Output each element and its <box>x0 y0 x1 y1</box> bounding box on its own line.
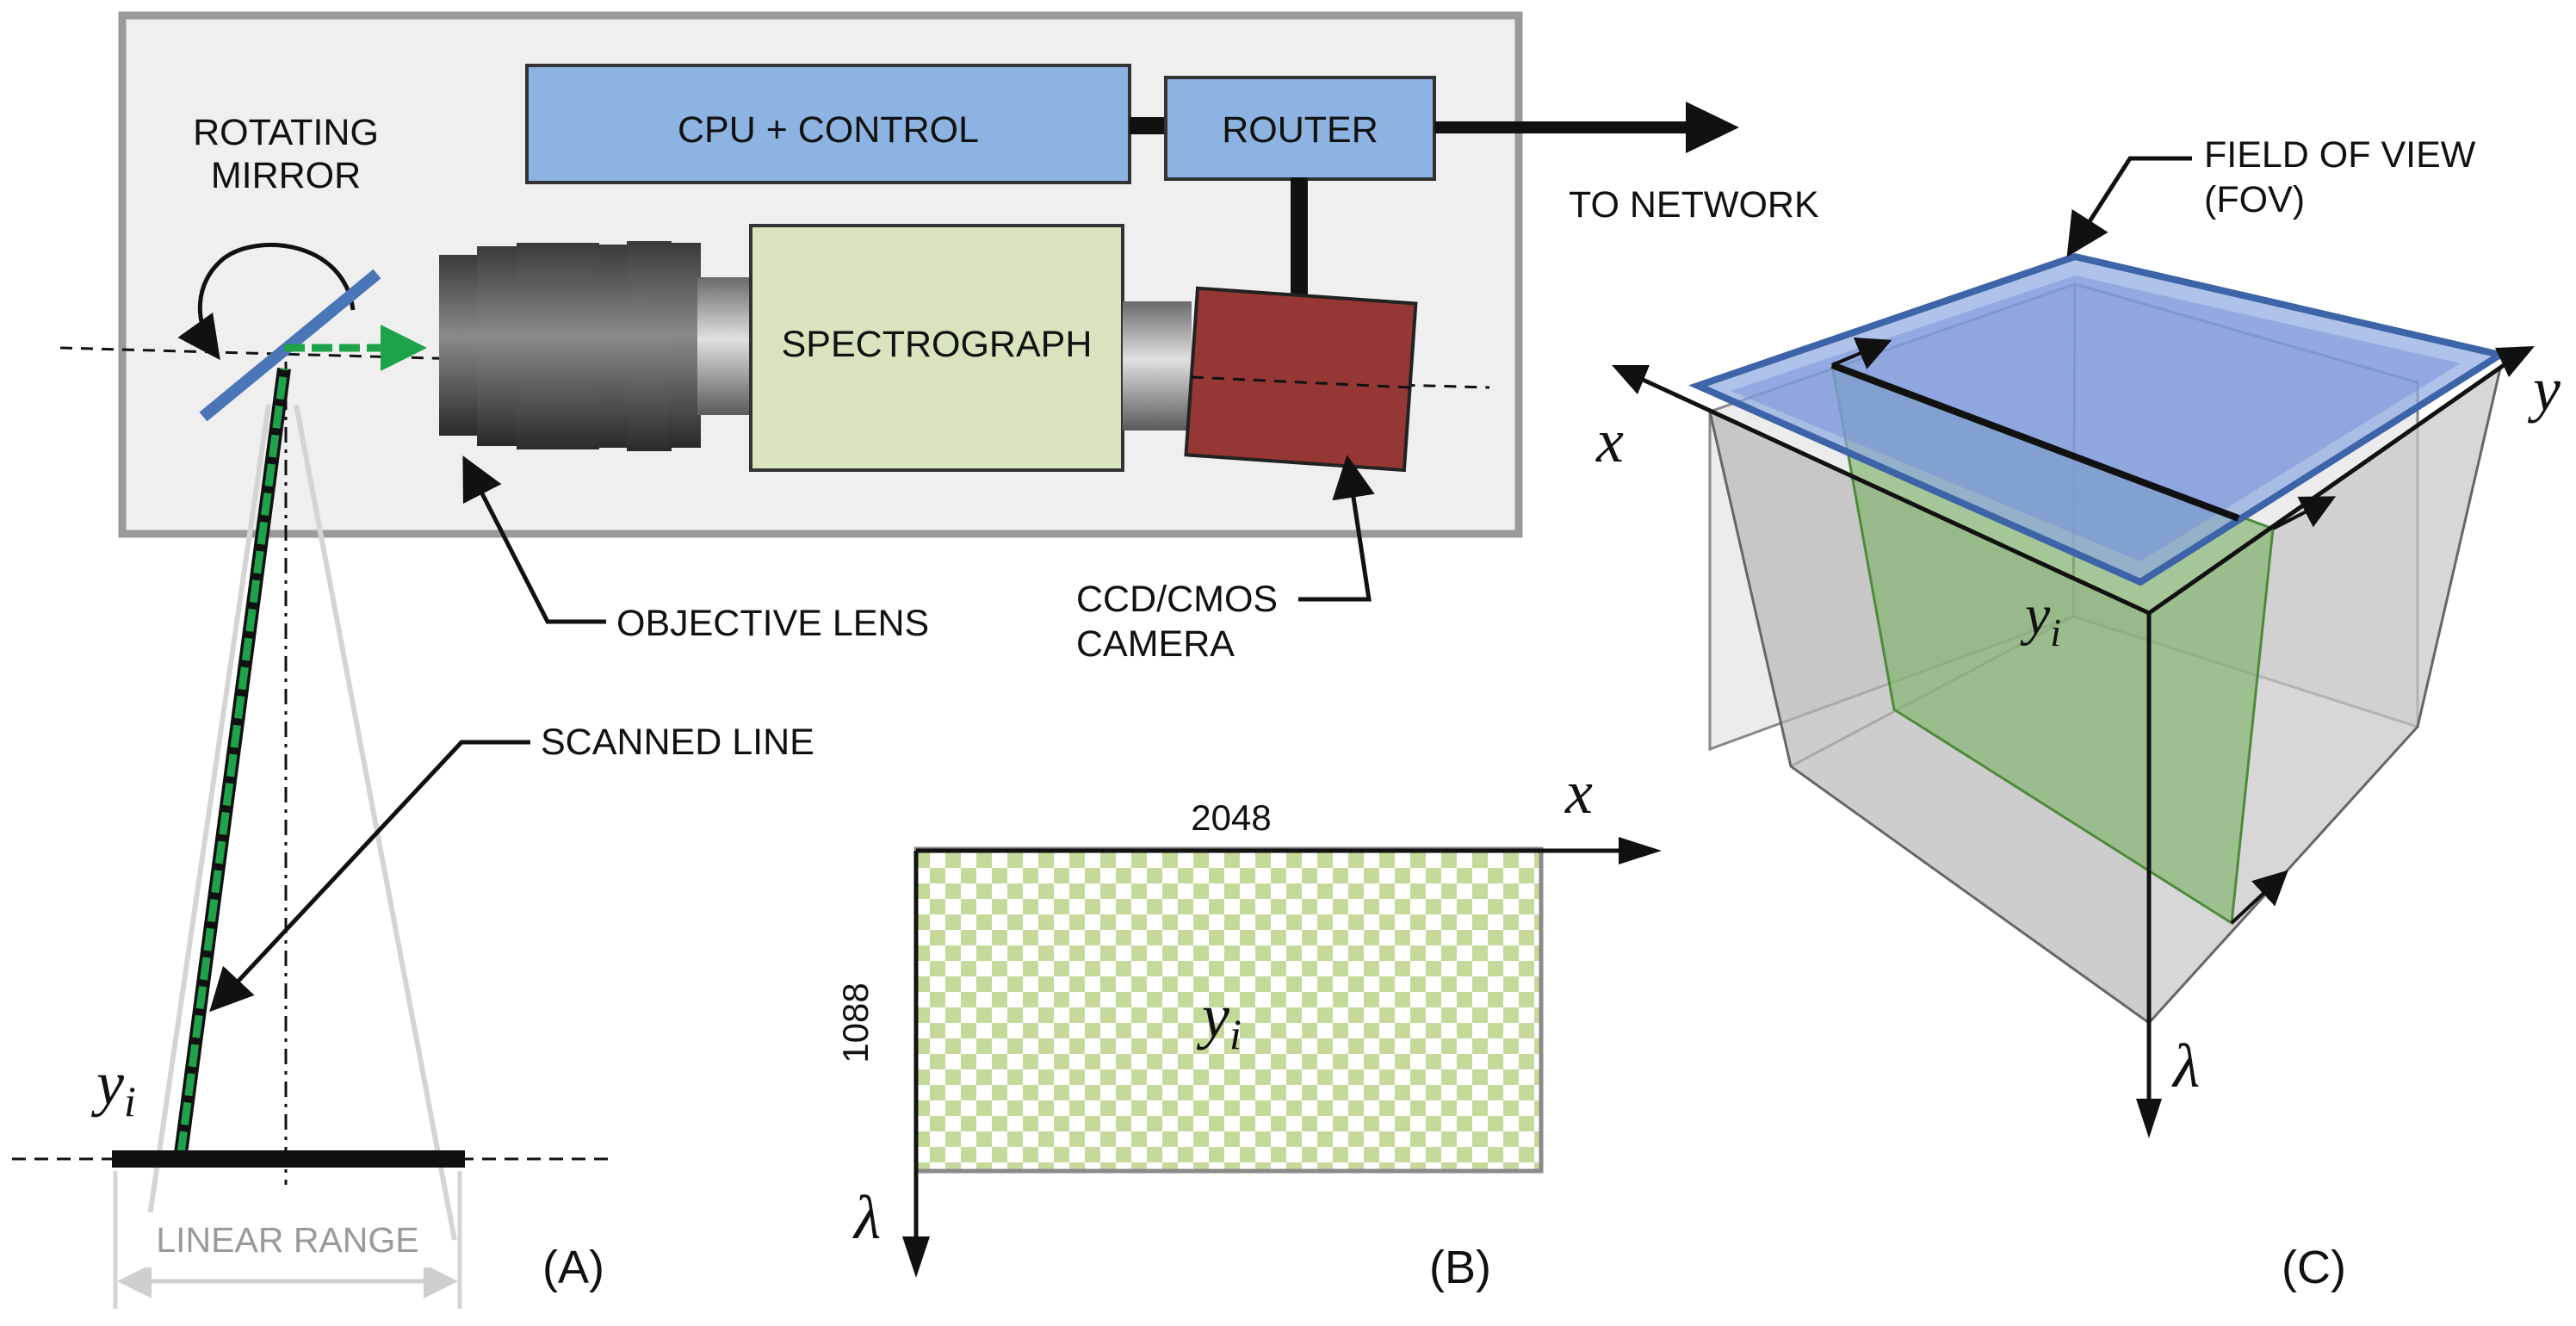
linear-range-label: LINEAR RANGE <box>156 1220 418 1260</box>
sensor-x-axis-head <box>1619 837 1662 864</box>
cube-y-label: y <box>2527 355 2561 424</box>
objective-lens-pointer <box>462 455 606 624</box>
scan-direction-arrow-bottom <box>2230 870 2288 925</box>
cube-y-axis <box>2147 359 2511 616</box>
objective-lens <box>439 241 751 451</box>
scan-line-top <box>1830 362 2240 522</box>
yi-label-c: yi <box>2020 584 2061 654</box>
sensor-height-label: 1088 <box>835 982 876 1063</box>
camera-tube <box>1123 301 1192 431</box>
panel-c: λ x y yi FIELD OF VIEW (FOV) (C) <box>1595 134 2561 1293</box>
scanned-line-label: SCANNED LINE <box>541 722 814 763</box>
panel-b: x 2048 λ 1088 yi (B) <box>835 758 1662 1293</box>
fov-label-1: FIELD OF VIEW <box>2204 134 2476 176</box>
sensor-x-label: x <box>1564 758 1593 827</box>
cube-lambda-axis-head <box>2136 1099 2162 1138</box>
router-label: ROUTER <box>1222 109 1378 151</box>
panel-a-label: (A) <box>542 1242 604 1293</box>
rotation-arrow <box>177 243 356 361</box>
cpu-control-box <box>525 64 1131 184</box>
cube-x-axis-head <box>1612 365 1650 394</box>
cube-x-axis <box>1639 376 2151 616</box>
fov-plane-inner <box>1731 276 2461 561</box>
spectrograph-label: SPECTROGRAPH <box>782 324 1093 365</box>
to-network-label: TO NETWORK <box>1569 184 1819 226</box>
rotating-mirror-label-1: ROTATING <box>193 112 379 153</box>
yi-label-b: yi <box>1196 982 1242 1058</box>
green-ray-up-inner <box>176 368 288 1155</box>
sensor-width-label: 2048 <box>1191 797 1271 838</box>
spectrograph-box <box>749 224 1124 472</box>
scan-direction-arrow-top <box>1831 337 1892 369</box>
fov-pointer <box>2066 156 2192 257</box>
panel-a: CPU + CONTROL ROUTER TO NETWORK SPECTROG… <box>12 11 1819 1309</box>
fov-label-2: (FOV) <box>2204 179 2305 220</box>
fov-ray-right <box>294 404 457 1241</box>
panel-c-label: (C) <box>2282 1242 2346 1293</box>
cube-lambda-label: λ <box>2171 1032 2200 1100</box>
camera-label-1: CCD/CMOS <box>1076 579 1278 620</box>
camera-pointer <box>1298 455 1375 602</box>
sensor-lambda-axis-head <box>902 1236 930 1278</box>
fov-ray-left <box>144 404 271 1241</box>
network-arrow-head <box>1686 102 1739 153</box>
rotating-mirror-label-2: MIRROR <box>211 155 361 196</box>
camera-axis <box>1191 375 1411 389</box>
linear-range-bg <box>138 1212 437 1267</box>
sensor-grid <box>913 846 1544 1174</box>
objective-lens-label: OBJECTIVE LENS <box>616 603 929 644</box>
scan-direction-arrow-right <box>2272 496 2337 530</box>
cpu-control-label: CPU + CONTROL <box>678 109 979 151</box>
scanned-line-pointer <box>209 740 530 1013</box>
router-camera-link <box>1291 177 1308 301</box>
camera-label-2: CAMERA <box>1076 623 1235 665</box>
scan-target-bar <box>112 1150 465 1168</box>
cube-x-label: x <box>1595 406 1624 475</box>
yi-label-a: yi <box>90 1049 136 1125</box>
optical-axis <box>59 346 1490 389</box>
cube-y-axis-head <box>2495 346 2535 377</box>
panel-b-label: (B) <box>1429 1242 1491 1293</box>
sensor-lambda-label: λ <box>852 1183 881 1252</box>
cpu-router-link <box>1130 117 1167 134</box>
